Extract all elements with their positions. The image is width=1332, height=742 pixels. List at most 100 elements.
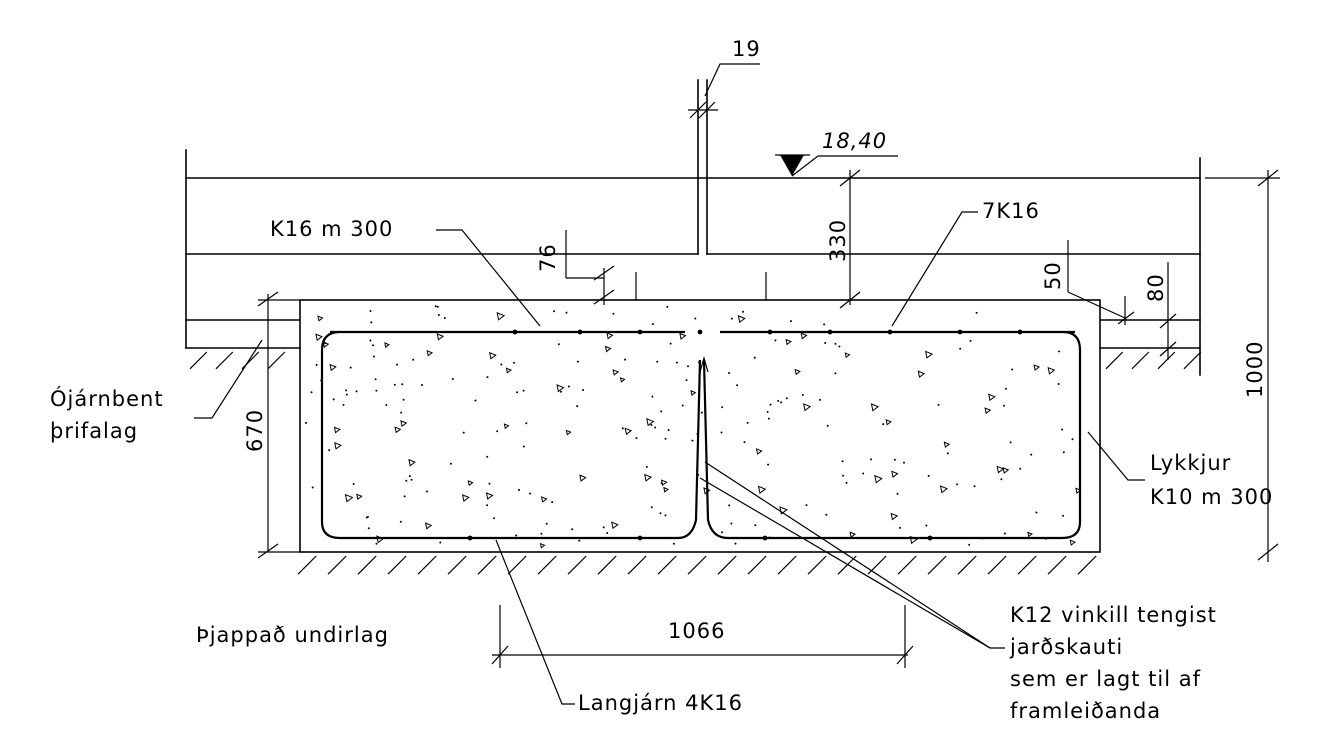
aggregate-dot <box>420 384 423 386</box>
stirrup-right <box>702 330 1082 540</box>
aggregate-dot <box>545 522 548 525</box>
aggregate-stone <box>408 458 416 467</box>
aggregate-stone <box>426 350 434 357</box>
hatch-line <box>777 555 797 575</box>
aggregate-dot <box>606 532 609 534</box>
aggregate-dot <box>310 391 313 394</box>
aggregate-stone <box>988 393 996 402</box>
aggregate-dot <box>367 527 370 530</box>
aggregate-dot <box>451 378 454 380</box>
hatch-line <box>189 351 208 370</box>
aggregate-dot <box>345 389 348 392</box>
aggregate-stone <box>604 345 612 353</box>
aggregate-dot <box>576 405 579 408</box>
block-top-marks <box>635 272 767 300</box>
aggregate-dot <box>893 458 896 461</box>
aggregate-stone <box>503 423 510 430</box>
dim-670: 670 <box>243 291 300 559</box>
aggregate-dot <box>1062 451 1065 454</box>
aggregate-dot <box>805 504 808 507</box>
aggregate-dot <box>493 517 496 520</box>
aggregate-dot <box>1000 478 1003 481</box>
hatch-line <box>1157 351 1176 370</box>
aggregate-dot <box>400 411 403 414</box>
aggregate-dot <box>753 356 756 359</box>
aggregate-dot <box>819 398 821 401</box>
concrete-aggregate-pattern <box>305 305 1082 549</box>
aggregate-stone <box>924 350 934 359</box>
hatch-line <box>1105 351 1124 370</box>
hatch-line <box>1131 351 1150 370</box>
aggregate-dot <box>767 417 770 420</box>
aggregate-stone <box>849 531 857 539</box>
aggregate-dot <box>774 339 777 342</box>
aggregate-dot <box>525 422 528 425</box>
svg-text:330: 330 <box>826 219 850 262</box>
aggregate-dot <box>515 534 518 537</box>
aggregate-dot <box>728 504 731 507</box>
aggregate-dot <box>790 320 792 323</box>
aggregate-dot <box>687 365 689 368</box>
aggregate-stone <box>757 485 767 495</box>
level-marker: 18,40 <box>775 129 898 177</box>
hatch-line <box>267 351 286 370</box>
aggregate-dot <box>352 483 355 485</box>
aggregate-dot <box>571 528 574 531</box>
pavement-layers <box>185 149 1201 376</box>
aggregate-dot <box>372 355 375 358</box>
aggregate-stone <box>644 473 653 482</box>
aggregate-stone <box>663 486 670 493</box>
aggregate-stone <box>844 352 851 359</box>
concrete-foundation <box>299 299 1101 553</box>
aggregate-stone <box>885 419 892 426</box>
aggregate-dot <box>496 430 499 433</box>
aggregate-dot <box>685 379 688 382</box>
aggregate-dot <box>968 543 971 546</box>
svg-text:sem er lagt til af: sem er lagt til af <box>1010 667 1201 691</box>
aggregate-stone <box>315 333 323 342</box>
aggregate-stone <box>917 370 926 378</box>
svg-text:K16 m 300: K16 m 300 <box>270 217 393 241</box>
aggregate-stone <box>794 368 801 376</box>
aggregate-stone <box>890 512 899 521</box>
dim-1000: 1000 <box>1205 169 1280 562</box>
aggregate-dot <box>401 383 404 386</box>
hatch-line <box>1183 351 1202 370</box>
annotation-earthing: K12 vinkill tengist jarðskauti sem er la… <box>699 461 1216 723</box>
aggregate-dot <box>959 347 962 350</box>
aggregate-dot <box>486 504 489 507</box>
hatch-line <box>597 555 617 575</box>
aggregate-dot <box>659 512 662 515</box>
hatch-line <box>867 555 887 575</box>
hatch-line <box>1077 555 1097 575</box>
aggregate-dot <box>736 384 739 387</box>
aggregate-stone <box>394 426 402 434</box>
aggregate-dot <box>842 474 845 477</box>
aggregate-stone <box>785 338 792 346</box>
hatch-line <box>1017 555 1037 575</box>
svg-text:7K16: 7K16 <box>982 199 1040 223</box>
aggregate-stone <box>737 315 746 324</box>
aggregate-dot <box>645 465 648 468</box>
aggregate-dot <box>650 424 653 426</box>
aggregate-dot <box>1030 453 1033 456</box>
hatch-line <box>657 555 677 575</box>
aggregate-dot <box>825 513 828 516</box>
aggregate-dot <box>824 342 827 344</box>
aggregate-stone <box>800 332 808 340</box>
annotation-longitudinal: Langjárn 4K16 <box>495 539 742 715</box>
aggregate-dot <box>721 531 724 534</box>
hatch-line <box>927 555 947 575</box>
aggregate-stone <box>779 506 788 515</box>
aggregate-dot <box>412 358 415 361</box>
aggregate-dot <box>862 472 865 475</box>
aggregate-dot <box>841 460 844 463</box>
aggregate-dot <box>565 311 568 314</box>
aggregate-stone <box>984 407 992 415</box>
aggregate-dot <box>700 411 703 414</box>
aggregate-stone <box>624 427 633 436</box>
dim-330: 330 <box>826 169 861 309</box>
hatch-line <box>447 555 467 575</box>
ground-hatching <box>189 351 1202 575</box>
